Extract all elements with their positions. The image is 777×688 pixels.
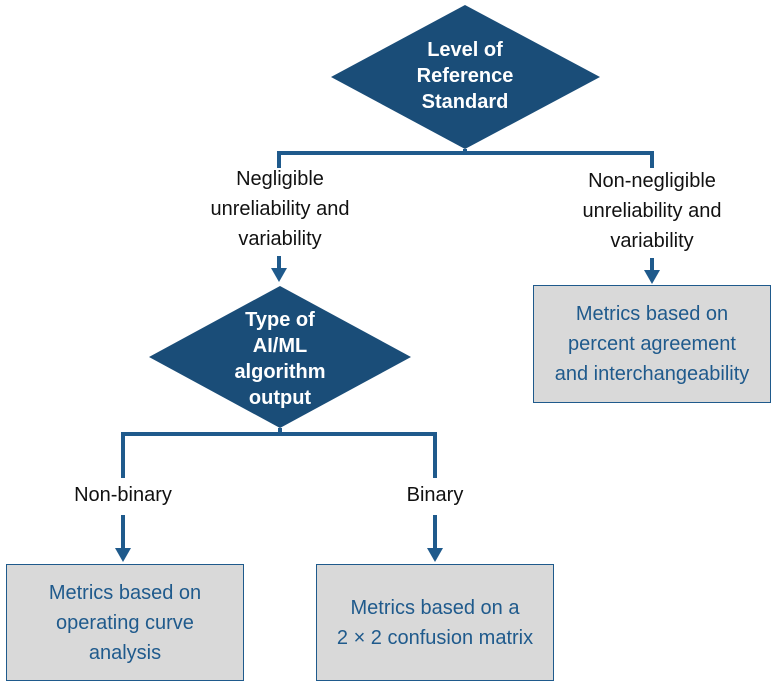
operating-curve-text: Metrics based on operating curve analysi… — [48, 581, 202, 664]
operating-curve-box: Metrics based on operating curve analysi… — [6, 564, 244, 681]
confusion-matrix-text: Metrics based on a 2 × 2 confusion matri… — [336, 596, 534, 649]
non-binary-label: Non-binary — [74, 484, 172, 506]
nonbinary-arrowhead — [115, 548, 131, 562]
binary-arrowhead — [427, 548, 443, 562]
binary-label: Binary — [406, 484, 464, 506]
non-negligible-branch-label: Non-negligible unreliability and variabi… — [582, 170, 722, 252]
percent-agreement-text: Metrics based on percent agreement and i… — [554, 303, 750, 385]
right-branch-arrowhead — [644, 270, 660, 284]
algorithm-output-diamond — [149, 286, 411, 428]
level-of-reference-text: Level of Reference Standard — [416, 39, 514, 113]
level-of-reference-diamond — [331, 5, 600, 149]
negligible-branch-label: Negligible unreliability and variability — [210, 168, 350, 250]
second-split-connector — [121, 432, 437, 478]
percent-agreement-box: Metrics based on percent agreement and i… — [533, 285, 771, 403]
confusion-matrix-box: Metrics based on a 2 × 2 confusion matri… — [316, 564, 554, 681]
left-branch-arrowhead — [271, 268, 287, 282]
algorithm-output-text: Type of AI/ML algorithm output — [234, 309, 326, 409]
